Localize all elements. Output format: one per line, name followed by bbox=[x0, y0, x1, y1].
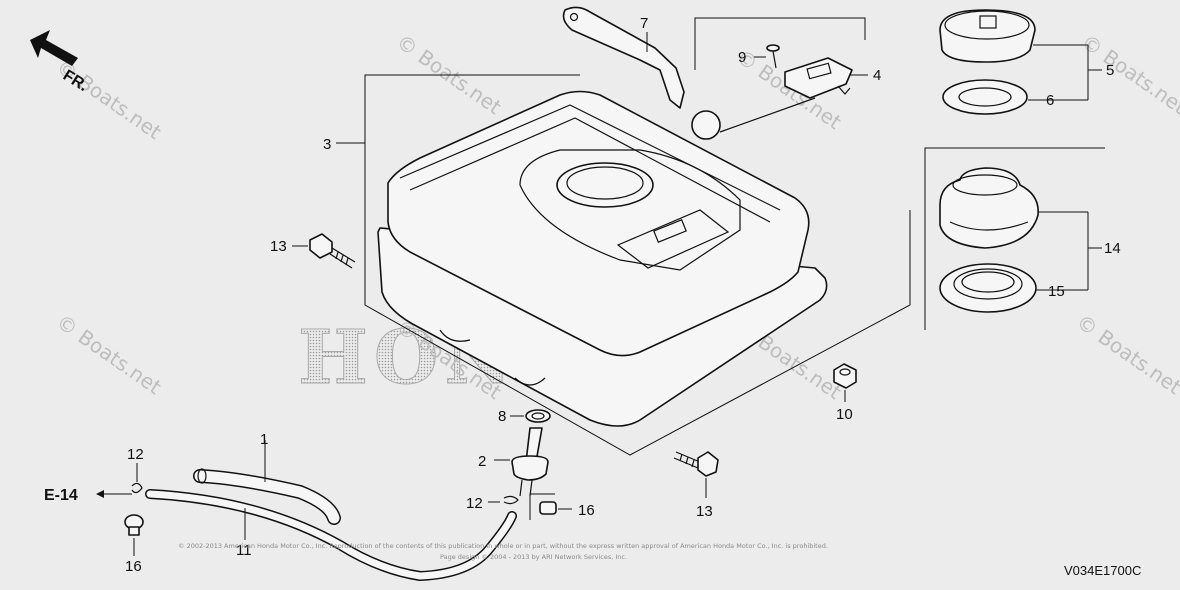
callout-6[interactable]: 6 bbox=[1046, 92, 1054, 109]
gauge-group-bracket bbox=[694, 17, 866, 70]
callout-labels: 1 2 3 4 5 6 7 8 9 10 11 12 12 13 13 14 1… bbox=[125, 15, 1121, 575]
arrow-left-icon bbox=[96, 490, 104, 498]
callout-11[interactable]: 11 bbox=[236, 542, 252, 559]
fuel-cock bbox=[494, 427, 549, 497]
clamp-group-bracket bbox=[529, 493, 555, 520]
callout-8[interactable]: 8 bbox=[498, 408, 506, 425]
copyright-notice: © 2002-2013 American Honda Motor Co., In… bbox=[178, 542, 828, 561]
callout-12-left[interactable]: 12 bbox=[127, 446, 144, 463]
reference-arrow: E-14 bbox=[44, 487, 132, 504]
tube-clamp-center bbox=[539, 501, 572, 515]
copyright-line-1: © 2002-2013 American Honda Motor Co., In… bbox=[178, 542, 828, 550]
fuel-filler-cap bbox=[939, 9, 1036, 63]
diagram-code: V034E1700C bbox=[1064, 563, 1141, 578]
callout-3[interactable]: 3 bbox=[323, 136, 331, 153]
heat-shield-bracket bbox=[562, 6, 685, 109]
copyright-line-2: Page design © 2004 - 2013 by ARI Network… bbox=[440, 553, 627, 561]
callout-2[interactable]: 2 bbox=[478, 453, 486, 470]
fuel-tube-lower bbox=[145, 489, 517, 582]
fuel-cap-gasket bbox=[942, 79, 1028, 115]
watermark: © Boats.net bbox=[1077, 29, 1180, 119]
callout-15[interactable]: 15 bbox=[1048, 283, 1065, 300]
reference-label[interactable]: E-14 bbox=[44, 487, 78, 504]
callout-4[interactable]: 4 bbox=[873, 67, 881, 84]
watermark: © Boats.net bbox=[392, 29, 506, 119]
callout-13-left[interactable]: 13 bbox=[270, 238, 287, 255]
callout-7[interactable]: 7 bbox=[640, 15, 648, 32]
fuel-tube-upper bbox=[193, 440, 341, 525]
alt-fuel-cap bbox=[939, 167, 1039, 249]
tube-clip-center bbox=[488, 495, 519, 505]
flange-nut bbox=[833, 363, 857, 402]
fuel-cock-washer bbox=[510, 409, 551, 423]
callout-14[interactable]: 14 bbox=[1104, 240, 1121, 257]
tube-clip-left bbox=[131, 463, 143, 494]
callout-12-center[interactable]: 12 bbox=[466, 495, 483, 512]
flange-bolt-bottom bbox=[673, 451, 719, 498]
fuel-gauge bbox=[691, 57, 868, 140]
tube-clamp-left bbox=[124, 514, 144, 556]
fuel-tank bbox=[377, 90, 828, 427]
tank-assembly-bracket bbox=[364, 74, 911, 456]
alt-cap-gasket bbox=[939, 263, 1037, 313]
callout-13-bottom[interactable]: 13 bbox=[696, 503, 713, 520]
watermark: © Boats.net bbox=[52, 309, 166, 399]
tapping-screw bbox=[754, 44, 780, 69]
callout-5[interactable]: 5 bbox=[1106, 62, 1114, 79]
callout-16-left[interactable]: 16 bbox=[125, 558, 142, 575]
callout-1[interactable]: 1 bbox=[260, 431, 268, 448]
arrow-icon bbox=[30, 30, 78, 66]
alt-cap-group-bracket bbox=[924, 147, 1105, 330]
flange-bolt-left bbox=[292, 233, 356, 269]
watermark: © Boats.net bbox=[1072, 309, 1180, 399]
honda-logo-icon bbox=[979, 15, 997, 29]
callout-9[interactable]: 9 bbox=[738, 49, 746, 66]
callout-16-center[interactable]: 16 bbox=[578, 502, 595, 519]
callout-10[interactable]: 10 bbox=[836, 406, 853, 423]
